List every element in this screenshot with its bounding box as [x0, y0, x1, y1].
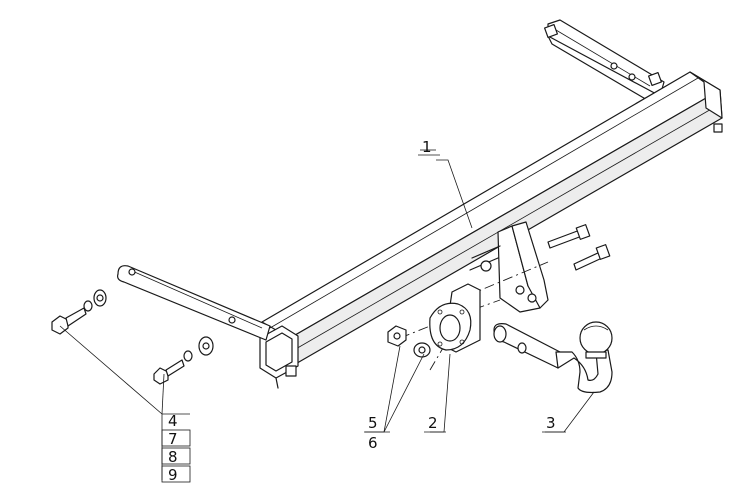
callout-1: 1 — [418, 138, 440, 156]
callout-stack-4-7-8-9: 4 7 8 9 — [161, 412, 191, 484]
callout-3: 3 — [542, 414, 566, 433]
callout-8-label: 8 — [168, 448, 178, 466]
callout-7-label: 7 — [168, 430, 178, 448]
nut-and-washer — [387, 325, 431, 358]
callout-6-label: 6 — [368, 434, 378, 452]
callout-1-label: 1 — [422, 138, 432, 156]
callout-9-label: 9 — [168, 466, 178, 484]
callout-5-label: 5 — [368, 414, 378, 432]
main-crossbar — [259, 71, 723, 389]
callout-3-label: 3 — [546, 414, 556, 432]
right-mounting-bracket — [543, 19, 665, 105]
callout-2-label: 2 — [428, 414, 438, 432]
callout-2: 2 — [424, 414, 446, 433]
tow-ball — [493, 321, 613, 394]
centre-bolts — [547, 224, 611, 271]
callout-6: 6 — [368, 434, 378, 452]
socket-plate — [429, 283, 481, 353]
callout-5: 5 — [368, 414, 378, 432]
callout-4-label: 4 — [168, 412, 178, 430]
left-bolt-set-lower — [153, 336, 214, 385]
left-mounting-bracket — [117, 265, 271, 341]
bracket-nut-top — [543, 23, 663, 87]
left-bolt-set-upper — [51, 289, 107, 335]
centre-bracket — [469, 221, 549, 313]
